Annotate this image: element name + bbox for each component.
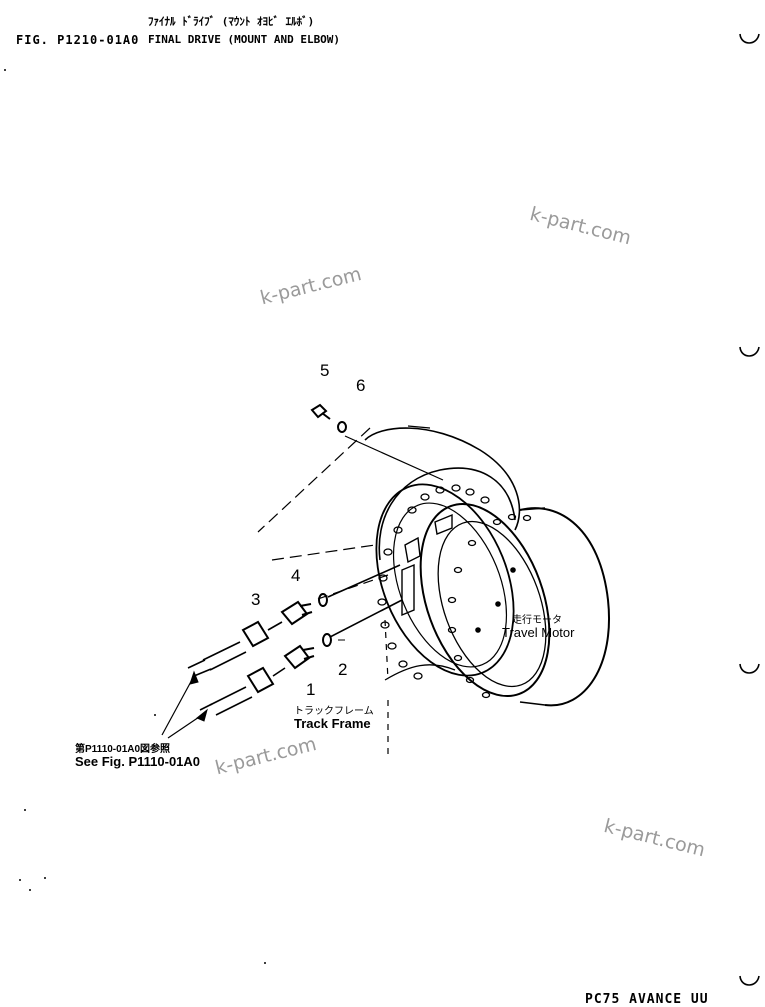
figure-number: FIG. P1210-01A0 xyxy=(16,33,140,47)
binder-hook-icon xyxy=(739,346,760,357)
track-frame-label-jp: トラックフレーム xyxy=(294,706,374,717)
callout-5: 5 xyxy=(320,361,330,380)
travel-motor-label-jp: 走行モータ xyxy=(512,615,562,626)
binder-hook-icon xyxy=(739,663,760,674)
track-frame-label: Track Frame xyxy=(294,716,371,731)
callout-3: 3 xyxy=(251,590,261,609)
callout-1: 1 xyxy=(306,680,316,699)
footer-model: PC75 AVANCE UU xyxy=(585,992,709,1007)
travel-motor-label: Travel Motor xyxy=(502,625,575,640)
callout-4: 4 xyxy=(291,566,301,585)
see-fig-label: See Fig. P1110-01A0 xyxy=(75,754,201,769)
see-fig-label-jp: 第P1110-01A0図参照 xyxy=(75,744,171,755)
header-japanese-title: ﾌｧｲﾅﾙ ﾄﾞﾗｲﾌﾞ (ﾏｳﾝﾄ ｵﾖﾋﾞ ｴﾙﾎﾞ) xyxy=(148,15,315,28)
callout-2: 2 xyxy=(338,660,348,679)
page-title: FINAL DRIVE (MOUNT AND ELBOW) xyxy=(148,33,341,46)
binder-hook-icon xyxy=(739,33,760,44)
callout-6: 6 xyxy=(356,376,366,395)
binder-hook-icon xyxy=(739,975,760,986)
